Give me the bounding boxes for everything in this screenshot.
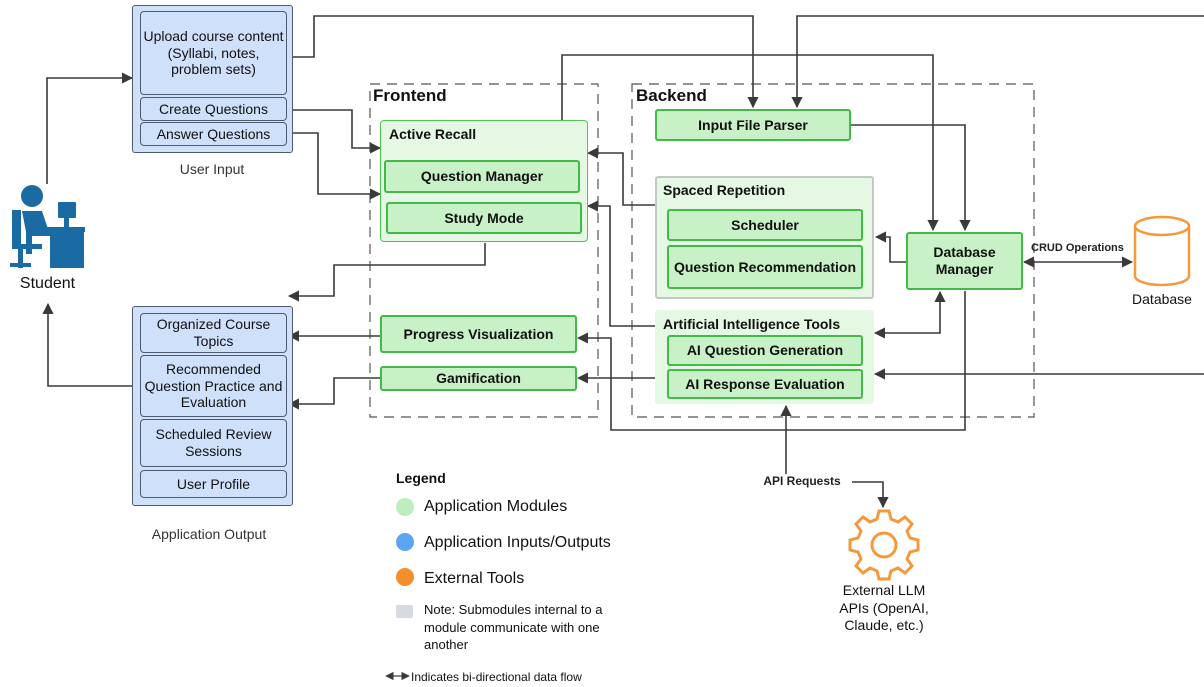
gear-icon xyxy=(848,509,920,581)
backend-title: Backend xyxy=(636,86,707,105)
api-to-llm-arrow xyxy=(845,481,889,509)
legend-external-label: External Tools xyxy=(424,570,525,587)
answer-questions-item[interactable]: Answer Questions xyxy=(140,122,287,146)
api-requests-label: API Requests xyxy=(752,474,852,488)
answer-questions-label: Answer Questions xyxy=(156,125,271,142)
question-manager-label: Question Manager xyxy=(420,168,544,185)
legend-note-label: Note: Submodules internal to a module co… xyxy=(424,602,603,653)
study-mode-label: Study Mode xyxy=(444,209,524,226)
gamification-label: Gamification xyxy=(436,370,521,387)
upload-course-content-label: Upload course content (Syllabi, notes, p… xyxy=(143,27,284,78)
backend-to-question-manager-arrow xyxy=(586,147,655,206)
question-recommendation-label: Question Recommendation xyxy=(673,258,857,275)
crud-operations-label: CRUD Operations xyxy=(1031,242,1124,254)
spaced-repetition-title: Spaced Repetition xyxy=(663,182,786,198)
legend-bidirectional-label: Indicates bi-directional data flow xyxy=(411,670,582,684)
legend-green-dot xyxy=(396,498,414,516)
legend-orange-dot xyxy=(396,568,414,586)
ai-db-bidirectional-arrow xyxy=(873,290,946,339)
input-file-parser-box[interactable]: Input File Parser xyxy=(655,109,851,141)
ai-tools-title: Artificial Intelligence Tools xyxy=(663,316,841,332)
scheduled-review-label: Scheduled Review Sessions xyxy=(155,426,272,459)
active-recall-title: Active Recall xyxy=(389,126,477,142)
right-loop-arrow xyxy=(791,15,1204,109)
gamification-to-output-arrow xyxy=(287,377,380,410)
answer-to-recall-arrow xyxy=(287,132,382,200)
output-to-student-arrow xyxy=(42,302,133,387)
user-profile-label: User Profile xyxy=(176,475,251,492)
db-to-progress-arrow xyxy=(576,291,966,431)
loop-to-db-arrow xyxy=(561,54,939,232)
create-questions-label: Create Questions xyxy=(159,100,268,117)
scheduler-label: Scheduler xyxy=(731,216,799,233)
user-profile-item[interactable]: User Profile xyxy=(140,470,287,498)
upload-course-content-item[interactable]: Upload course content (Syllabi, notes, p… xyxy=(140,11,287,95)
progress-visualization-label: Progress Visualization xyxy=(403,325,554,342)
student-label: Student xyxy=(19,275,76,292)
question-recommendation-box[interactable]: Question Recommendation xyxy=(667,245,863,289)
db-to-spaced-arrow xyxy=(874,231,906,263)
organized-course-topics-item[interactable]: Organized Course Topics xyxy=(140,313,287,353)
scheduled-review-item[interactable]: Scheduled Review Sessions xyxy=(140,419,287,467)
recommended-practice-label: Recommended Question Practice and Evalua… xyxy=(144,360,283,411)
ai-question-generation-box[interactable]: AI Question Generation xyxy=(667,335,863,366)
create-questions-item[interactable]: Create Questions xyxy=(140,97,287,121)
backend-region xyxy=(631,83,1035,418)
database-icon xyxy=(1133,215,1191,287)
organized-course-topics-label: Organized Course Topics xyxy=(156,316,271,349)
database-manager-label: Database Manager xyxy=(933,244,996,277)
external-llm-label: External LLM APIs (OpenAI, Claude, etc.) xyxy=(839,582,929,633)
ai-response-evaluation-label: AI Response Evaluation xyxy=(685,375,845,392)
study-mode-box[interactable]: Study Mode xyxy=(386,202,582,234)
database-label: Database xyxy=(1132,291,1192,307)
legend-modules-label: Application Modules xyxy=(424,498,568,515)
student-icon xyxy=(10,185,85,268)
study-to-output-arrow xyxy=(287,243,486,302)
upload-to-parser-arrow xyxy=(287,15,759,109)
student-to-input-arrow xyxy=(46,72,134,184)
ai-response-evaluation-box[interactable]: AI Response Evaluation xyxy=(667,369,863,399)
progress-visualization-box[interactable]: Progress Visualization xyxy=(380,315,577,353)
legend-gray-swatch xyxy=(396,605,413,618)
legend-title: Legend xyxy=(396,470,446,486)
database-manager-box[interactable]: Database Manager xyxy=(906,232,1023,290)
ai-question-generation-label: AI Question Generation xyxy=(686,342,844,359)
legend-blue-dot xyxy=(396,533,414,551)
gamification-box[interactable]: Gamification xyxy=(380,366,577,391)
frontend-title: Frontend xyxy=(373,86,447,105)
frontend-region xyxy=(369,83,599,418)
user-input-caption: User Input xyxy=(179,161,245,177)
create-to-recall-arrow xyxy=(287,109,382,154)
backend-to-study-mode-arrow xyxy=(586,200,655,327)
application-output-caption: Application Output xyxy=(151,526,267,542)
question-manager-box[interactable]: Question Manager xyxy=(384,160,580,193)
input-file-parser-label: Input File Parser xyxy=(698,116,808,133)
scheduler-box[interactable]: Scheduler xyxy=(667,209,863,241)
legend-io-label: Application Inputs/Outputs xyxy=(424,534,611,551)
recommended-practice-item[interactable]: Recommended Question Practice and Evalua… xyxy=(140,355,287,417)
parser-to-db-arrow xyxy=(851,124,971,232)
